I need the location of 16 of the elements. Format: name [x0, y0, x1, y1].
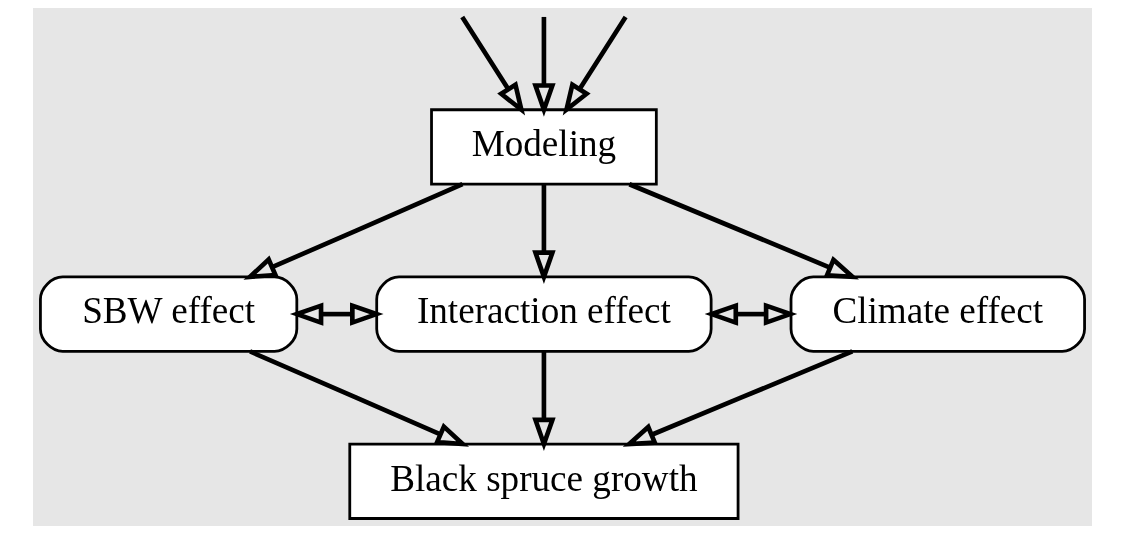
node-box: SBW effect — [38, 275, 298, 353]
arrow — [242, 182, 463, 280]
node-box: Interaction effect — [374, 275, 713, 353]
arrow — [248, 349, 469, 447]
arrow — [628, 182, 859, 280]
arrow — [562, 15, 628, 116]
arrow — [622, 349, 853, 447]
arrow — [459, 15, 525, 116]
arrow — [531, 351, 556, 452]
node-box: Modeling — [429, 108, 658, 186]
node-box: Black spruce growth — [347, 442, 739, 520]
node-box: Climate effect — [789, 275, 1086, 353]
arrow — [704, 302, 797, 326]
arrow — [531, 184, 556, 284]
arrow — [289, 302, 384, 326]
arrow — [531, 16, 556, 117]
